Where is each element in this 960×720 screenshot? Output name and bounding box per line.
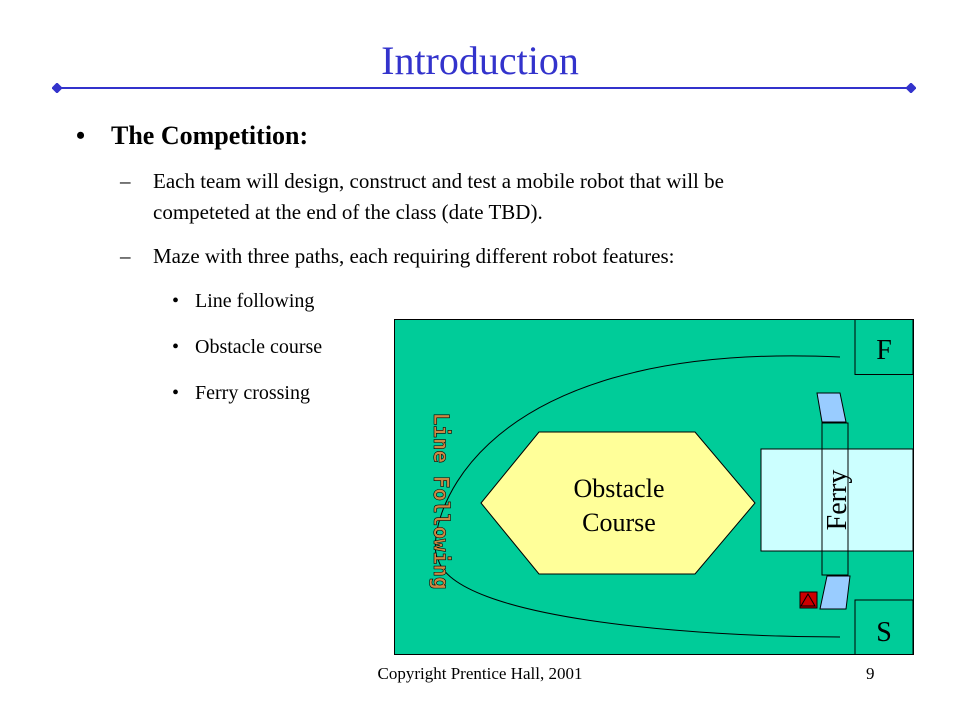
start-box xyxy=(854,599,914,655)
sub-item-maze: Maze with three paths, each requiring di… xyxy=(153,244,675,268)
ferry-cable xyxy=(821,422,849,576)
title-underline xyxy=(52,83,916,93)
feature-dot: • xyxy=(172,382,180,404)
ferry-boat-bottom xyxy=(819,575,851,610)
footer-copyright: Copyright Prentice Hall, 2001 xyxy=(377,664,583,683)
ferry-boat-top xyxy=(816,392,847,423)
feature-obstacle-course: Obstacle course xyxy=(195,336,323,358)
bullet-competition: The Competition: xyxy=(111,121,309,150)
obstacle-label-line-1: Obstacle xyxy=(574,474,665,503)
dash-marker: – xyxy=(120,244,131,268)
robot xyxy=(799,591,818,609)
ferry-area xyxy=(760,448,914,552)
feature-dot: • xyxy=(172,290,180,312)
obstacle-course xyxy=(480,431,756,575)
maze-diagram: Obstacle Course Ferry F S Line Following xyxy=(394,319,914,655)
feature-dot: • xyxy=(172,336,180,358)
finish-box xyxy=(854,319,914,375)
feature-ferry-crossing: Ferry crossing xyxy=(195,382,310,404)
line-following-path xyxy=(434,355,841,638)
bullet-dot: • xyxy=(76,121,86,150)
sub-item-line-1: Each team will design, construct and tes… xyxy=(153,169,724,193)
finish-label: F xyxy=(876,335,892,366)
obstacle-label-line-2: Course xyxy=(582,508,656,537)
slide-title: Introduction xyxy=(381,38,579,83)
feature-line-following: Line following xyxy=(195,290,315,312)
start-label: S xyxy=(876,617,892,648)
robot-arrow-icon xyxy=(800,593,816,607)
sub-item-line-2: competeted at the end of the class (date… xyxy=(153,200,543,224)
ferry-label: Ferry xyxy=(822,470,853,531)
line-following-label: Line Following xyxy=(429,412,453,589)
page-number: 9 xyxy=(866,664,875,683)
dash-marker: – xyxy=(120,169,131,193)
